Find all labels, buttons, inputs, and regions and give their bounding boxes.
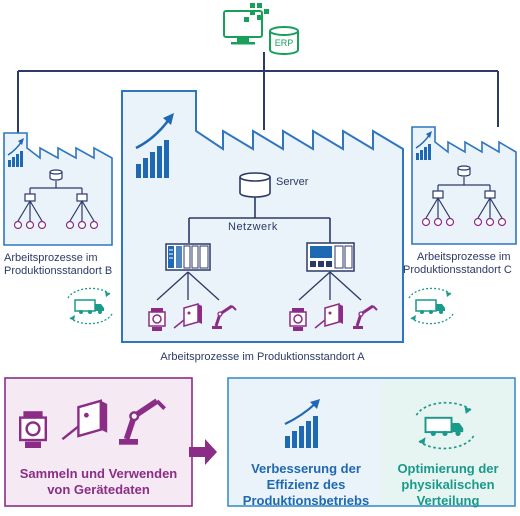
factory-c-growth-chart-icon — [415, 131, 432, 160]
site-c-caption-line1: Arbeitsprozesse im — [417, 251, 511, 263]
factory-b-process-tree — [13, 169, 99, 230]
efficiency-chart-icon — [284, 399, 320, 448]
device-data-text: Sammeln und Verwenden von Gerätedaten — [5, 466, 192, 498]
distribution-text: Optimierung der physikalischen Verteilun… — [383, 461, 513, 509]
logistics-sub-box — [382, 380, 513, 504]
arrow-right-icon — [189, 439, 217, 465]
server-label: Server — [276, 176, 309, 188]
top-connector-lines — [17, 52, 499, 133]
site-b-caption-line2: Produktionsstandort B — [4, 265, 113, 277]
factory-b-growth-chart-icon — [7, 138, 24, 167]
factory-a-building — [121, 90, 404, 343]
efficiency-line2: Effizienz des — [266, 477, 346, 492]
erp-label: ERP — [275, 38, 294, 48]
distribution-line2: physikalischen — [401, 477, 495, 492]
site-c-caption: Arbeitsprozesse im Produktionsstandort C — [403, 251, 520, 277]
efficiency-text: Verbesserung der Effizienz des Produktio… — [236, 461, 376, 509]
network-label: Netzwerk — [228, 221, 278, 233]
efficiency-line3: Produktionsbetriebs — [242, 493, 370, 508]
device-data-line1: Sammeln und Verwenden — [19, 466, 178, 481]
distribution-line1: Optimierung der — [397, 461, 499, 476]
network-lines — [188, 197, 331, 243]
efficiency-line1: Verbesserung der — [251, 461, 361, 476]
device-data-line2: von Gerätedaten — [47, 482, 150, 497]
site-b-caption: Arbeitsprozesse im Produktionsstandort B — [4, 252, 144, 278]
site-c-caption-line2: Produktionsstandort C — [403, 264, 512, 276]
distribution-line3: Verteilung — [416, 493, 480, 508]
erp-icon — [223, 3, 299, 55]
site-a-caption: Arbeitsprozesse im Produktionsstandort A — [160, 351, 365, 363]
factory-b-building — [3, 132, 113, 246]
truck-icon-b — [67, 287, 113, 325]
device-lines-right — [298, 271, 362, 301]
site-b-caption-line1: Arbeitsprozesse im — [4, 252, 98, 264]
server-database-icon — [239, 172, 271, 198]
factory-c-process-tree — [421, 165, 507, 227]
controller-right-icon — [306, 242, 355, 272]
factory-a-growth-chart-icon — [135, 113, 174, 178]
truck-icon-c — [408, 287, 454, 325]
device-lines-left — [156, 271, 220, 301]
controller-left-icon — [165, 243, 211, 271]
